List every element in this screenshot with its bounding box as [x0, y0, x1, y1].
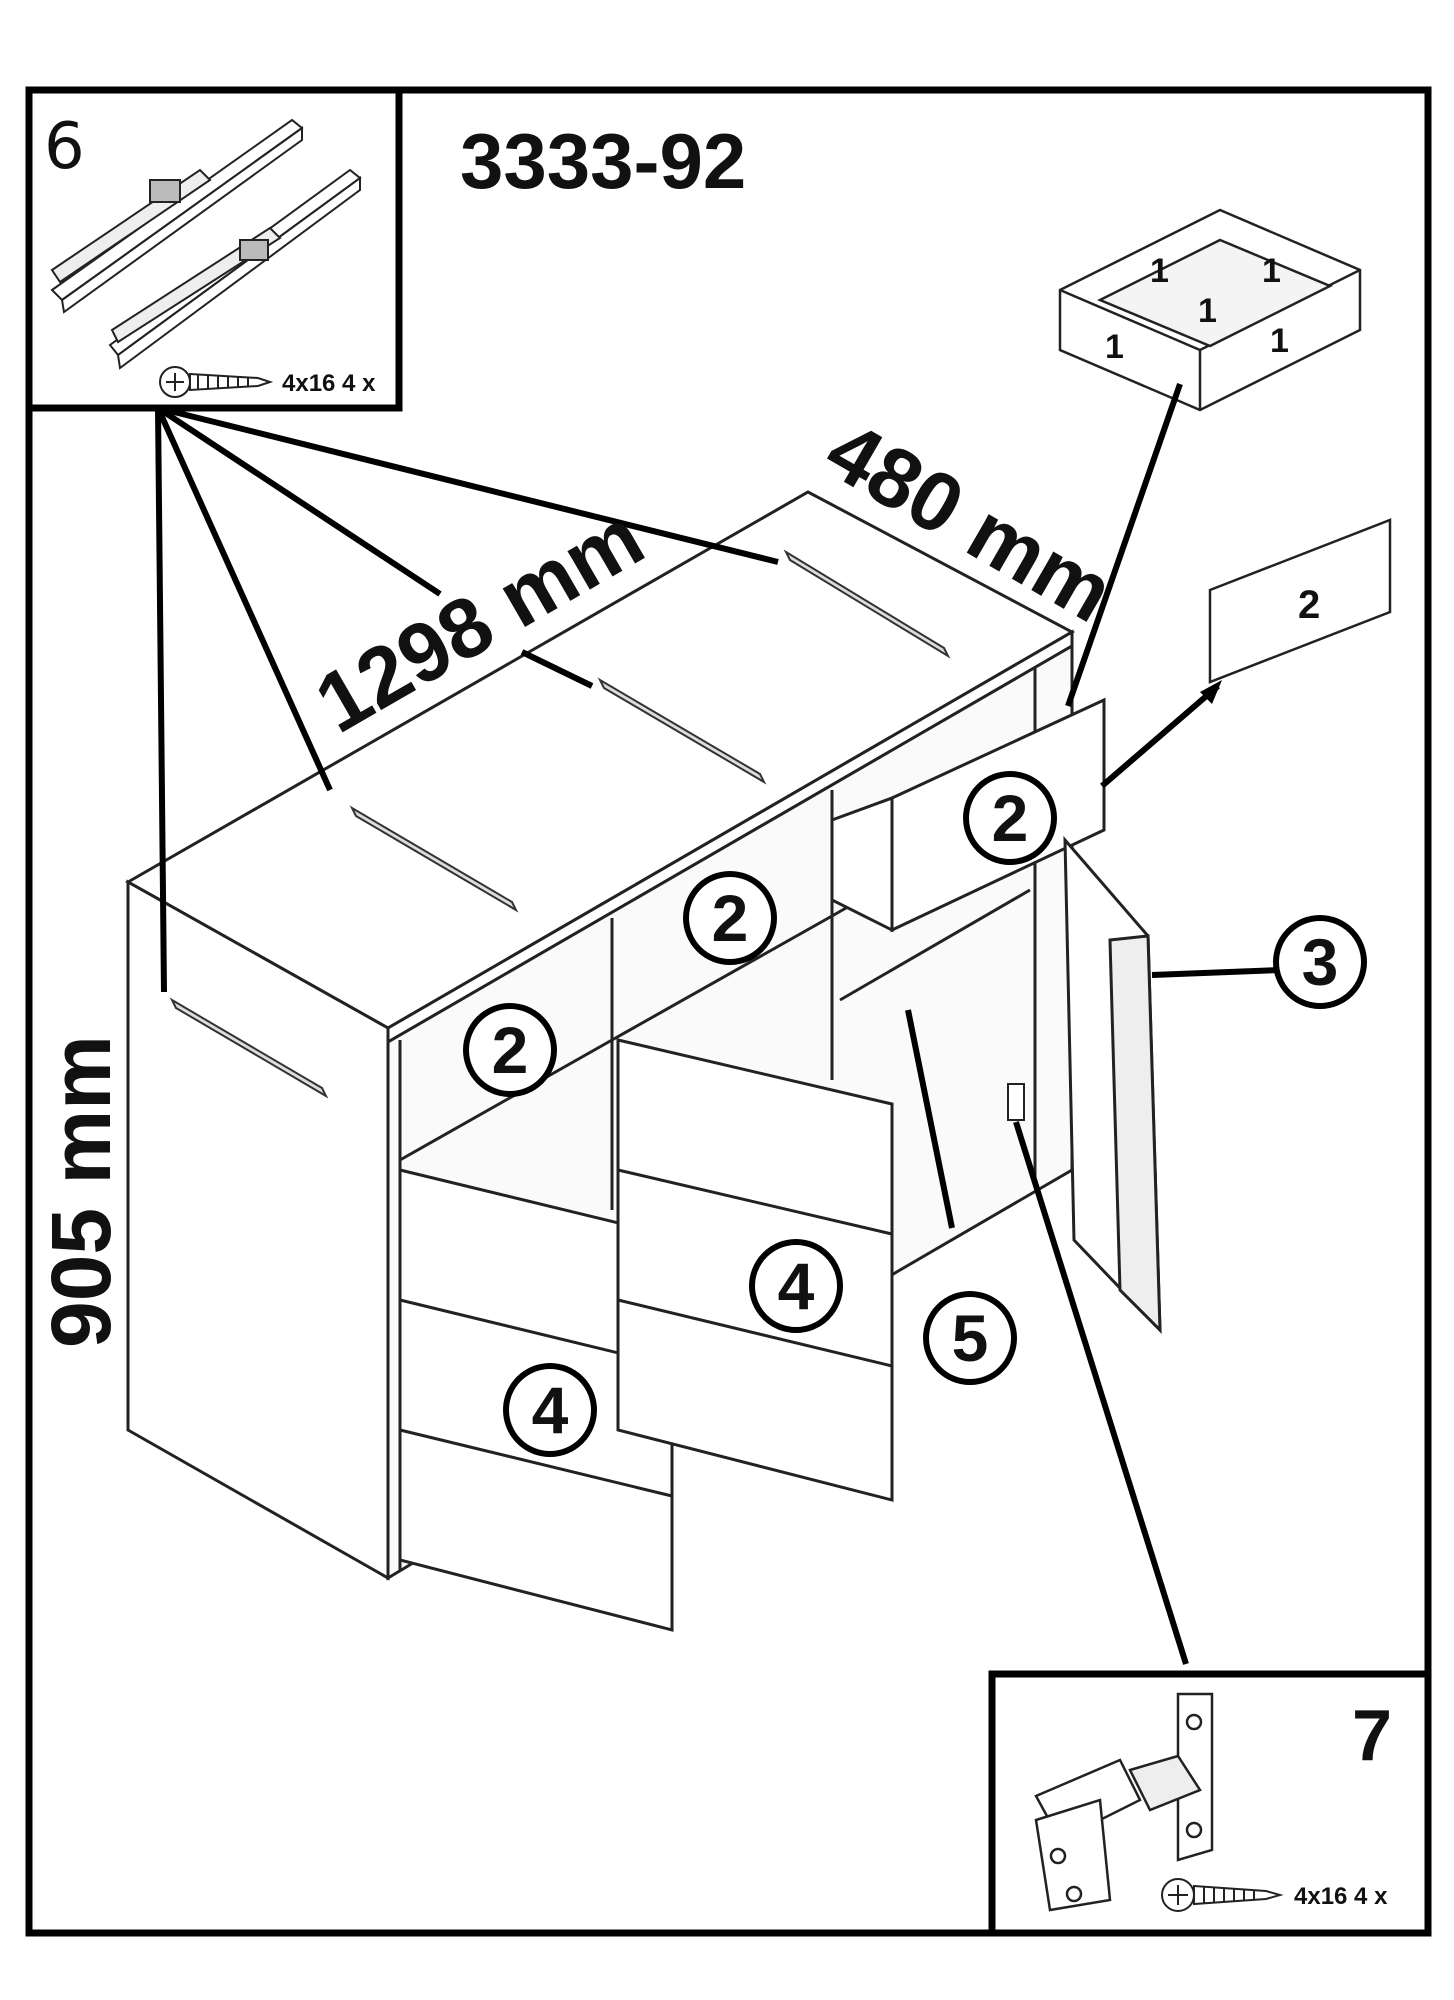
right-door: [1063, 835, 1162, 1334]
inset-drawer-runner: 6 4x16 4 x: [25, 86, 403, 412]
inset-7-number: 7: [1352, 1696, 1392, 1776]
svg-text:4: 4: [532, 1373, 569, 1447]
screw-icon: [159, 366, 274, 398]
callout-right-door: 3: [1273, 915, 1367, 1009]
drawer-box-label-5: 1: [1270, 322, 1289, 360]
callout-drawer-left: 2: [463, 1003, 557, 1097]
callout-left-door-a: 4: [503, 1363, 597, 1457]
drawer-box-label-4: 1: [1105, 328, 1124, 366]
inset-6-number: 6: [44, 110, 85, 184]
hinge-mount: [1007, 1083, 1025, 1121]
hinge-illustration: [1034, 1692, 1214, 1912]
svg-text:2: 2: [992, 781, 1029, 855]
svg-text:2: 2: [712, 881, 749, 955]
drawer-runner-illustration: [50, 118, 362, 370]
screw-icon: [1161, 1878, 1284, 1912]
inset-hinge: 7 4x16 4 x: [988, 1670, 1432, 1937]
drawer-box: [1058, 208, 1362, 412]
cabinet-runners: [169, 549, 951, 1099]
outer-frame: [25, 86, 1432, 1937]
model-number: 3333-92: [460, 117, 746, 205]
callout-drawer-right: 2: [963, 771, 1057, 865]
svg-text:5: 5: [952, 1301, 989, 1375]
callout-left-door-b: 4: [749, 1239, 843, 1333]
drawer-box-label-2: 1: [1262, 252, 1281, 290]
drawer-front-label: 2: [1298, 583, 1320, 627]
dimension-height: 905 mm: [34, 1035, 128, 1348]
drawer-box-label-3: 1: [1198, 292, 1217, 330]
callout-shelf: 5: [923, 1291, 1017, 1385]
callout-drawer-middle: 2: [683, 871, 777, 965]
svg-text:4: 4: [778, 1249, 815, 1323]
svg-text:2: 2: [492, 1013, 529, 1087]
inset-6-screw-spec: 4x16 4 x: [282, 370, 376, 397]
drawer-front-panel: 2: [1208, 518, 1392, 684]
drawer-box-label-1: 1: [1150, 252, 1169, 290]
inset-7-screw-spec: 4x16 4 x: [1294, 1883, 1388, 1910]
svg-text:3: 3: [1302, 925, 1339, 999]
arrow-to-drawer-front: [1200, 680, 1222, 704]
leader-lines: [155, 383, 1281, 1665]
